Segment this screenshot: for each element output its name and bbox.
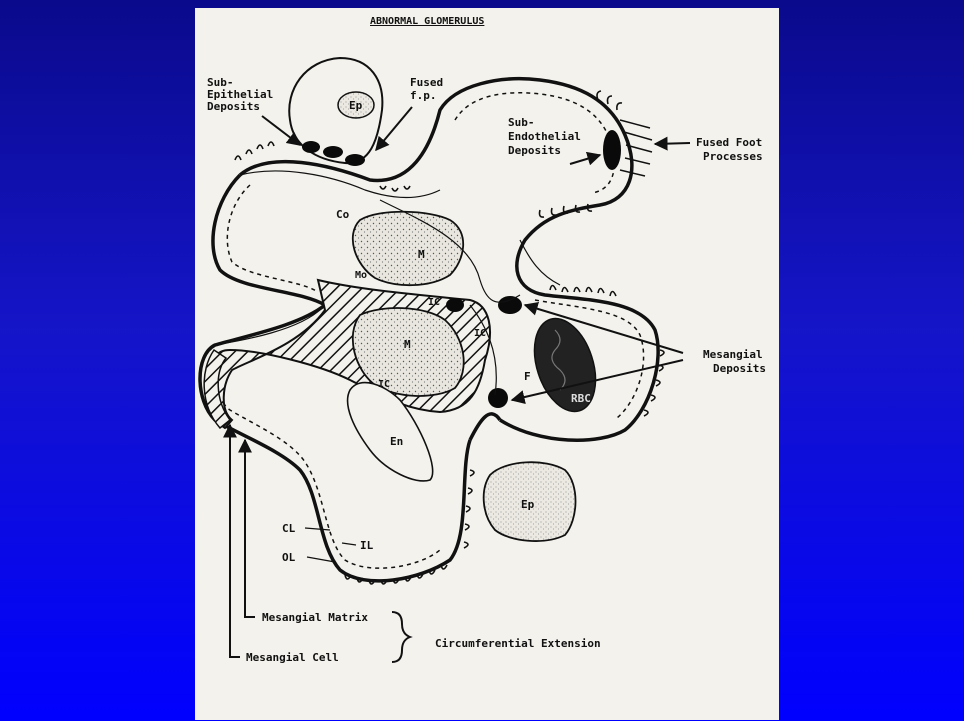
- label-ep-top: Ep: [349, 99, 363, 112]
- label-mesangial-cell: Mesangial Cell: [246, 651, 339, 664]
- label-mo: Mo: [355, 270, 367, 281]
- label-m-lower: M: [404, 338, 411, 351]
- label-ic-1: IC: [428, 297, 440, 308]
- fused-foot-hatch: [620, 120, 652, 176]
- label-fused-foot-1: Fused Foot: [696, 136, 762, 149]
- label-ol: OL: [282, 551, 296, 564]
- label-il: IL: [360, 539, 374, 552]
- label-ep-bottom: Ep: [521, 498, 535, 511]
- label-m-upper: M: [418, 248, 425, 261]
- circumferential-brace: [392, 612, 410, 662]
- label-fused-fp-2: f.p.: [410, 89, 437, 102]
- label-sub-epithelial-3: Deposits: [207, 100, 260, 113]
- label-fused-foot-2: Processes: [703, 150, 763, 163]
- label-ic-3: IC: [378, 379, 390, 390]
- label-mesangial-deposits-2: Deposits: [713, 362, 766, 375]
- labels: Sub- Epithelial Deposits Fused f.p. Sub-…: [207, 76, 766, 664]
- label-sub-endothelial-2: Endothelial: [508, 130, 581, 143]
- sub-endothelial-deposit: [603, 130, 621, 170]
- label-rbc: RBC: [571, 392, 591, 405]
- label-ic-2: IC: [474, 328, 486, 339]
- label-fused-fp-1: Fused: [410, 76, 443, 89]
- diagram-title: ABNORMAL GLOMERULUS: [370, 16, 484, 27]
- label-mesangial-matrix: Mesangial Matrix: [262, 611, 368, 624]
- label-sub-endothelial-1: Sub-: [508, 116, 535, 129]
- label-cl: CL: [282, 522, 296, 535]
- label-sub-endothelial-3: Deposits: [508, 144, 561, 157]
- label-f: F: [524, 370, 531, 383]
- label-co: Co: [336, 208, 350, 221]
- label-circumferential-extension: Circumferential Extension: [435, 637, 601, 650]
- label-en: En: [390, 435, 403, 448]
- mesangial-cell-upper: [353, 212, 463, 285]
- label-mesangial-deposits-1: Mesangial: [703, 348, 763, 361]
